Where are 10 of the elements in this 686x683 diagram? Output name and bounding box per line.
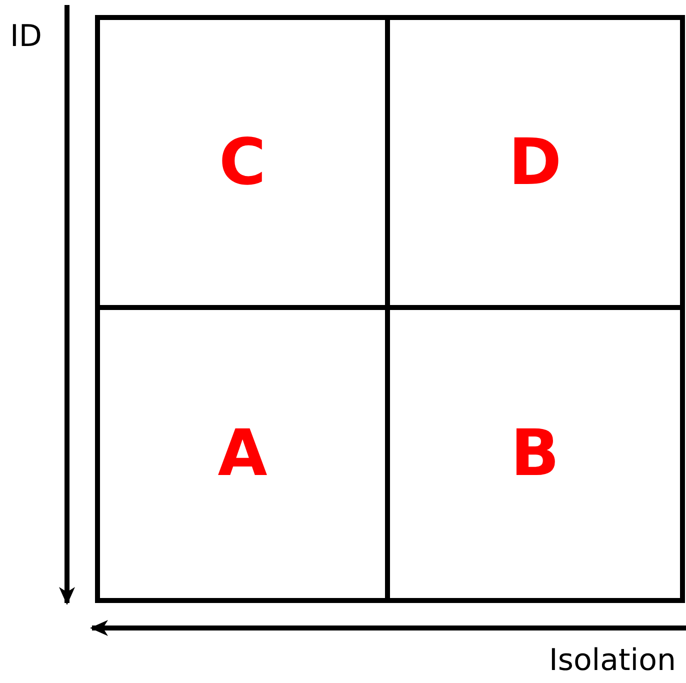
quadrant-cell <box>390 15 685 310</box>
quadrant-letter: D <box>508 130 562 194</box>
quadrant-letter: C <box>219 130 266 194</box>
quadrant-cell <box>390 310 685 603</box>
quadrant-letter: A <box>218 422 268 486</box>
quadrant-letter: B <box>510 422 560 486</box>
axis-label: Isolation <box>548 646 676 676</box>
axis-label: ID <box>10 22 42 52</box>
quadrant-cell <box>95 310 390 603</box>
quadrant-cell <box>95 15 390 310</box>
